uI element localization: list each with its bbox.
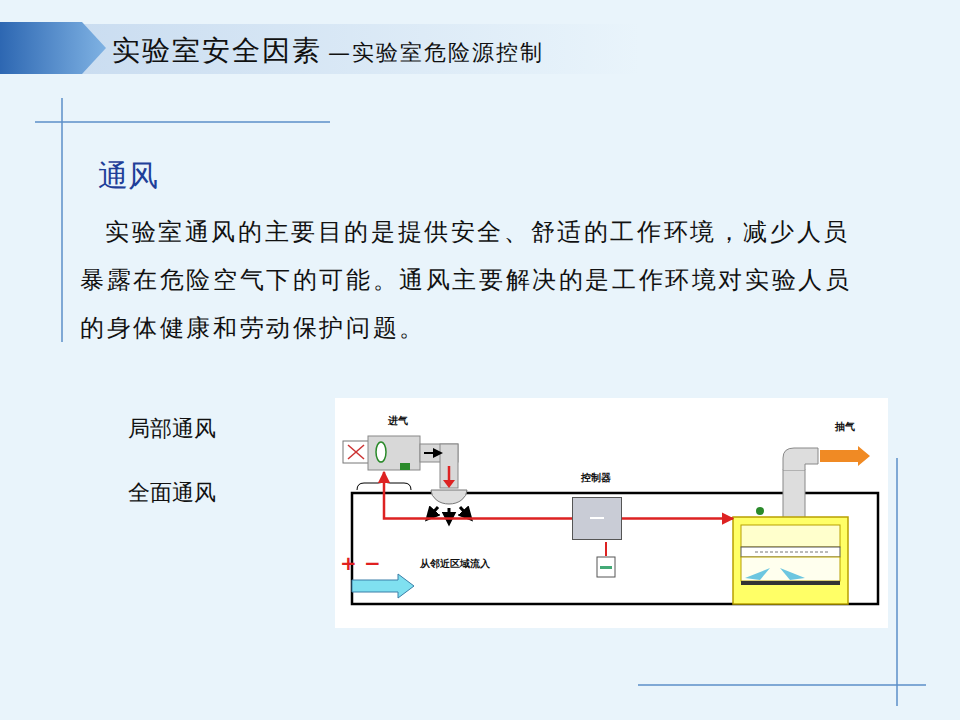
controller-box: 控制器 [572, 497, 622, 540]
section-heading: 通风 [98, 156, 158, 197]
pressure-sign: + [340, 551, 357, 575]
deco-line [638, 684, 926, 686]
controller-slot [590, 517, 604, 519]
slide-subtitle: —实验室危险源控制 [328, 38, 544, 68]
node-label: 抽气 [835, 420, 855, 434]
diagram-panel [335, 398, 888, 628]
pressure-sign: − [364, 551, 381, 575]
intake-box: 进气 [368, 436, 420, 470]
title-band [60, 24, 640, 74]
deco-line [896, 458, 898, 706]
air-flow-connector [622, 517, 733, 520]
slide-title: 实验室安全因素 [112, 32, 322, 70]
flow-label: 从邻近区域流入 [420, 557, 490, 571]
thermostat [597, 542, 615, 577]
inflow-arrow [352, 574, 414, 598]
fume-hood [733, 446, 870, 604]
fume-hood-box: 抽气 [733, 517, 848, 604]
deco-line [35, 121, 330, 123]
list-item: 局部通风 [128, 414, 216, 444]
air-flow-connector [384, 472, 572, 519]
title-tab [0, 22, 106, 74]
list-item: 全面通风 [128, 478, 216, 508]
node-label: 进气 [388, 414, 408, 428]
intake-unit [343, 436, 468, 519]
deco-line [61, 98, 63, 342]
node-label: 控制器 [581, 471, 611, 485]
body-paragraph: 实验室通风的主要目的是提供安全、舒适的工作环境，减少人员暴露在危险空气下的可能。… [80, 208, 870, 352]
